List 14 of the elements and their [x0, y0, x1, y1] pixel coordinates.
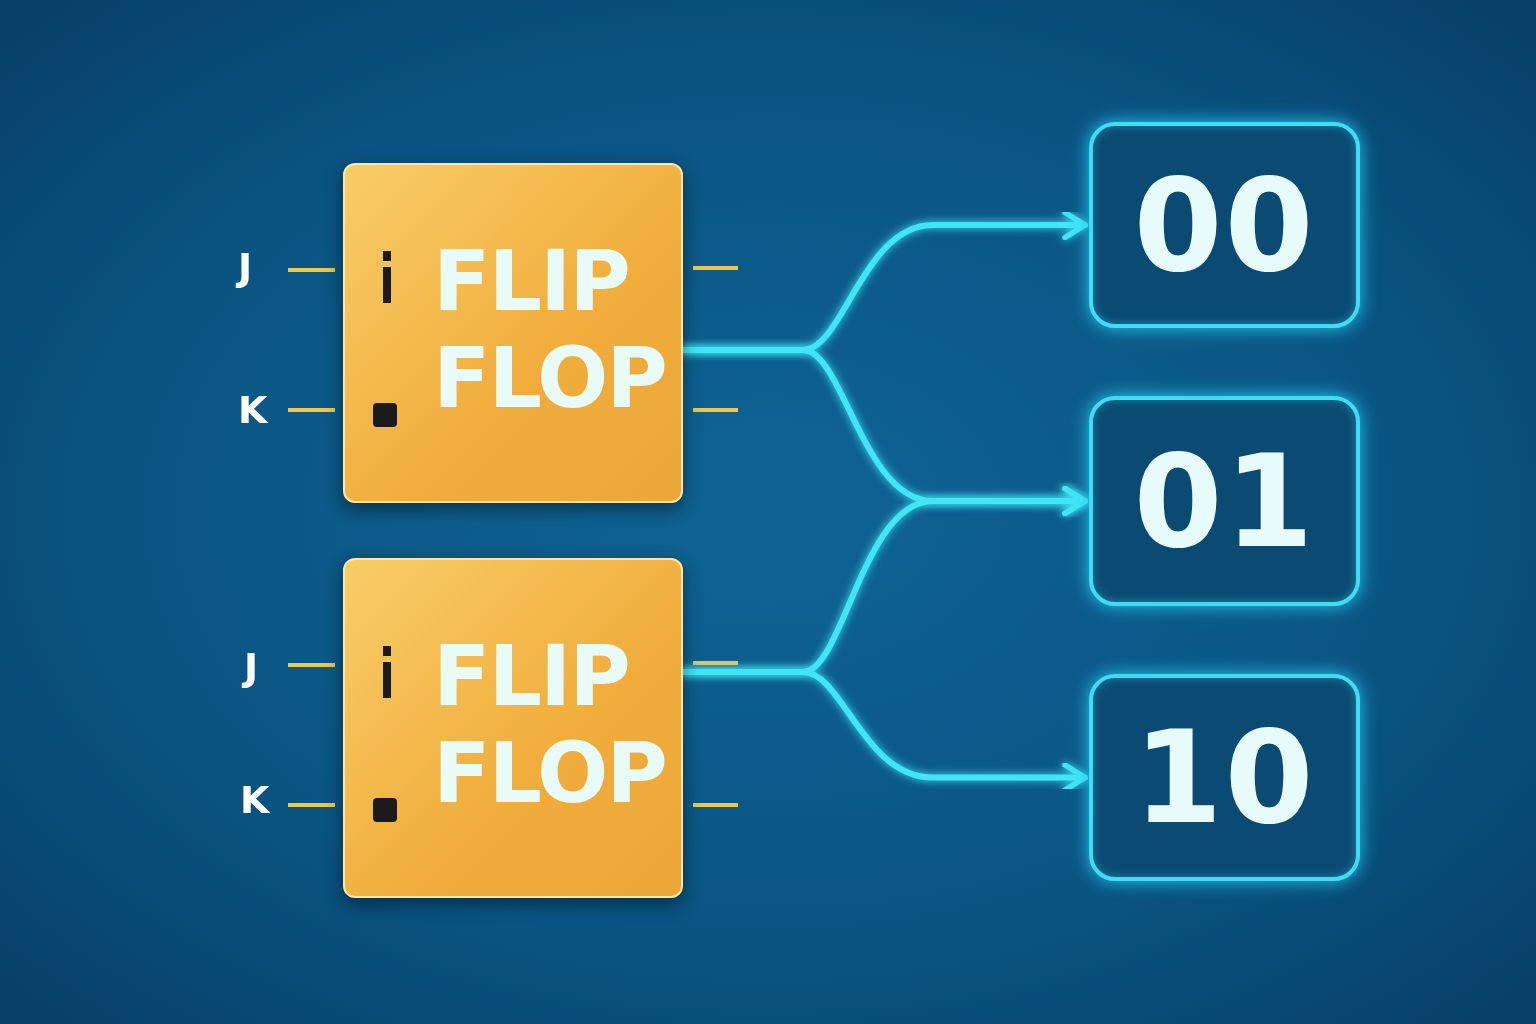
block-title: FLIP FLOP	[433, 628, 663, 822]
pin-label: J	[244, 645, 259, 689]
pin-label: J	[238, 245, 253, 289]
flip-flop-block	[343, 163, 683, 503]
state-box	[1089, 396, 1360, 606]
state-box	[1089, 674, 1360, 881]
state-box	[1089, 122, 1360, 328]
flip-flop-block	[343, 558, 683, 898]
state-value: 10	[1133, 703, 1316, 852]
state-value: 00	[1133, 150, 1316, 300]
pin-label: K	[240, 778, 270, 822]
block-title: FLIP FLOP	[433, 233, 663, 427]
pin-label: K	[238, 388, 268, 432]
state-value: 01	[1133, 426, 1316, 576]
